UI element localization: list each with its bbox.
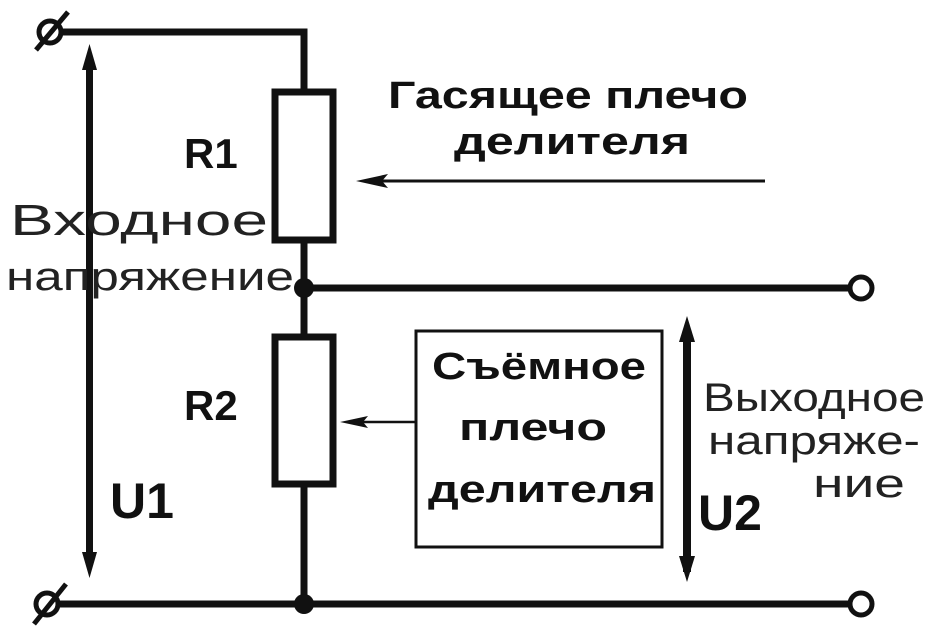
top-arm-label-line1: Гасящее плечо (388, 75, 748, 117)
label-r1: R1 (184, 130, 238, 177)
output-terminal-top (847, 274, 875, 302)
bottom-arm-label-line2: плечо (459, 407, 607, 449)
output-voltage-arrow (679, 316, 695, 582)
leader-arrow-r2 (340, 416, 416, 428)
input-voltage-label-line2: напряжение (6, 255, 294, 299)
input-voltage-arrow (82, 44, 97, 578)
junction-node-middle (294, 278, 314, 298)
input-terminal-top (34, 10, 70, 52)
output-terminal-bottom (847, 590, 875, 618)
output-voltage-label-line1: Выходное (703, 376, 925, 420)
bottom-arm-box (414, 329, 664, 549)
bottom-arm-label-line3: делителя (428, 469, 656, 511)
top-arm-label-line2: делителя (454, 121, 690, 163)
leader-arrow-r1 (356, 174, 765, 188)
output-voltage-label-line3: ние (813, 462, 905, 506)
input-terminal-bottom (32, 582, 68, 626)
resistor-r2 (271, 333, 337, 488)
resistor-r1 (271, 88, 337, 244)
bottom-arm-label-line1: Съёмное (432, 346, 646, 388)
label-r2: R2 (184, 382, 238, 429)
label-u1: U1 (110, 473, 174, 529)
junction-node-bottom (294, 594, 314, 614)
output-voltage-label-line2: напряже- (708, 419, 920, 463)
input-voltage-label-line1: Входное (10, 196, 268, 245)
label-u2: U2 (698, 485, 762, 541)
